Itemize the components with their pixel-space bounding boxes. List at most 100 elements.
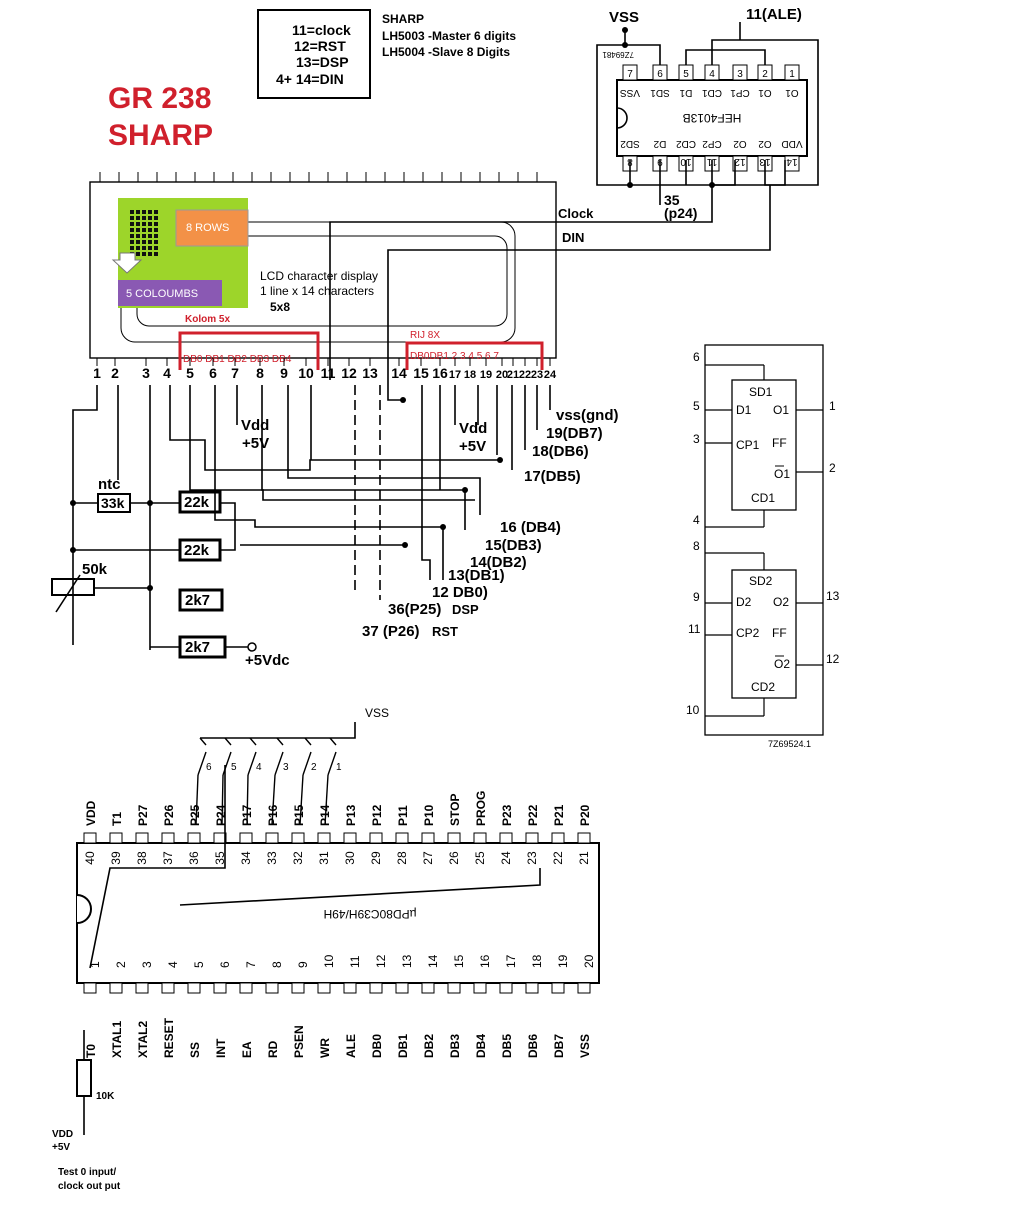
mcu-pin-number: 19 [556, 954, 570, 968]
lcd-dot [130, 240, 134, 244]
legend-box: 11=clock 12=RST 13=DSP 4+ 14=DIN [257, 9, 371, 99]
switch-stub [224, 737, 232, 746]
switch-wire [221, 774, 224, 826]
hef-pin-label: 1 [789, 69, 795, 80]
mcu-pin-number: 7 [244, 961, 258, 968]
lcd-dot [142, 228, 146, 232]
mcu-pin-label: P23 [500, 804, 514, 826]
lcd-pin-label: 9 [280, 365, 288, 381]
hef-pin [622, 64, 638, 81]
mcu-pin [135, 832, 149, 844]
mcu-pin-label: P27 [136, 804, 150, 826]
lcd-pin-label: 8 [256, 365, 264, 381]
pin5-wire [189, 385, 475, 501]
ff-outer [704, 344, 824, 736]
lcd-pin-label: 4 [163, 365, 171, 381]
switch-wire [324, 774, 329, 826]
mcu-pin [499, 982, 513, 994]
switch-stub [329, 737, 337, 746]
switch-wire [271, 774, 276, 826]
node [622, 27, 628, 33]
lcd-dot [136, 228, 140, 232]
din-wire [387, 185, 771, 401]
node [462, 487, 468, 493]
vdd2v-label: +5V [459, 438, 486, 455]
ff2-cd: CD2 [751, 680, 775, 694]
mcu-pin-label: P26 [162, 804, 176, 826]
test-line2: clock out put [58, 1181, 121, 1192]
mcu-pin-label: P10 [422, 804, 436, 826]
ff2-sd: SD2 [749, 574, 773, 588]
switch-wire [195, 774, 199, 826]
lcd-dot [130, 210, 134, 214]
ff2-cp: CP2 [736, 626, 760, 640]
mcu-pin-number: 6 [218, 961, 232, 968]
mcu-pin-label: DB2 [422, 1034, 436, 1058]
mcu-pin [83, 832, 97, 844]
ff1-cd: CD1 [751, 491, 775, 505]
mcu-pin-number: 24 [499, 851, 513, 865]
hef-sig-label: CD1 [702, 87, 722, 98]
ff1-ff: FF [772, 436, 787, 450]
db2-label: 14(DB2) [470, 554, 527, 571]
mcu-pin [265, 982, 279, 994]
ff1-d: D1 [736, 403, 752, 417]
lcd-wiring [72, 385, 551, 650]
legend-line: 13=DSP [296, 54, 349, 70]
legend-line: 12=RST [294, 38, 346, 54]
lcd-pin-label: 10 [298, 365, 314, 381]
mcu-pin-number: 16 [478, 954, 492, 968]
hef-cp-wire [711, 39, 819, 186]
mcu-pin [343, 982, 357, 994]
switch-label: 4 [256, 762, 262, 773]
hef-pin-label: 14 [786, 156, 798, 167]
lcd-dot [154, 222, 158, 226]
din-label: DIN [562, 230, 584, 245]
hef-pin-label: 5 [683, 69, 689, 80]
mcu-pin-number: 10 [322, 954, 336, 968]
r33k-label: 33k [101, 495, 125, 511]
mcu-pin [187, 982, 201, 994]
mcu-pin [525, 982, 539, 994]
lcd-pin-label: 12 [341, 365, 357, 381]
mcu-pin-number: 18 [530, 954, 544, 968]
ff1-sd: SD1 [749, 385, 773, 399]
mcu-5v-label: +5V [52, 1142, 70, 1153]
mcu-pin [187, 832, 201, 844]
node [440, 524, 446, 530]
node [402, 542, 408, 548]
mcu-pin-label: DB4 [474, 1034, 488, 1058]
mcu-pin [213, 982, 227, 994]
wire [220, 502, 236, 551]
lcd-dot [130, 222, 134, 226]
switch-wire [299, 774, 304, 826]
ff-diagram: SD1 D1 CP1 O1 FF O1 CD1 SD2 D2 CP2 O2 FF… [686, 344, 840, 749]
mcu-pin-label: SS [188, 1042, 202, 1058]
pot-wiper [55, 574, 81, 613]
switch-label: 3 [283, 762, 289, 773]
mcu-pin-number: 35 [213, 851, 227, 865]
switch-stub [199, 737, 207, 746]
lcd-pin-label: 23 [531, 369, 543, 381]
mcu-pin-label: WR [318, 1038, 332, 1058]
r22k-b-label: 22k [184, 542, 210, 559]
lcd-pin-label: 14 [391, 365, 407, 381]
hef-sig-label: SD1 [650, 87, 670, 98]
hef-sig-label: O1 [785, 87, 799, 98]
pin6-wire [214, 385, 444, 580]
hef-pin-label: 3 [737, 69, 743, 80]
db-left-label: DB0 DB1 DB2 DB3 DB4 [183, 354, 292, 365]
mcu-pin-label: DB0 [370, 1034, 384, 1058]
mcu-name: µPD80C39H/49H [324, 907, 417, 921]
mcu-pin [421, 982, 435, 994]
hef-sd1-wire [625, 44, 661, 65]
switch-lever [327, 751, 337, 776]
mcu-pin-label: P13 [344, 804, 358, 826]
lcd-dot [154, 246, 158, 250]
db1-label: 13(DB1) [448, 567, 505, 584]
dsp-label: DSP [452, 602, 479, 617]
mcu-pin-label: XTAL2 [136, 1021, 150, 1058]
lcd-dot [130, 246, 134, 250]
mcu-pin-label: DB6 [526, 1034, 540, 1058]
